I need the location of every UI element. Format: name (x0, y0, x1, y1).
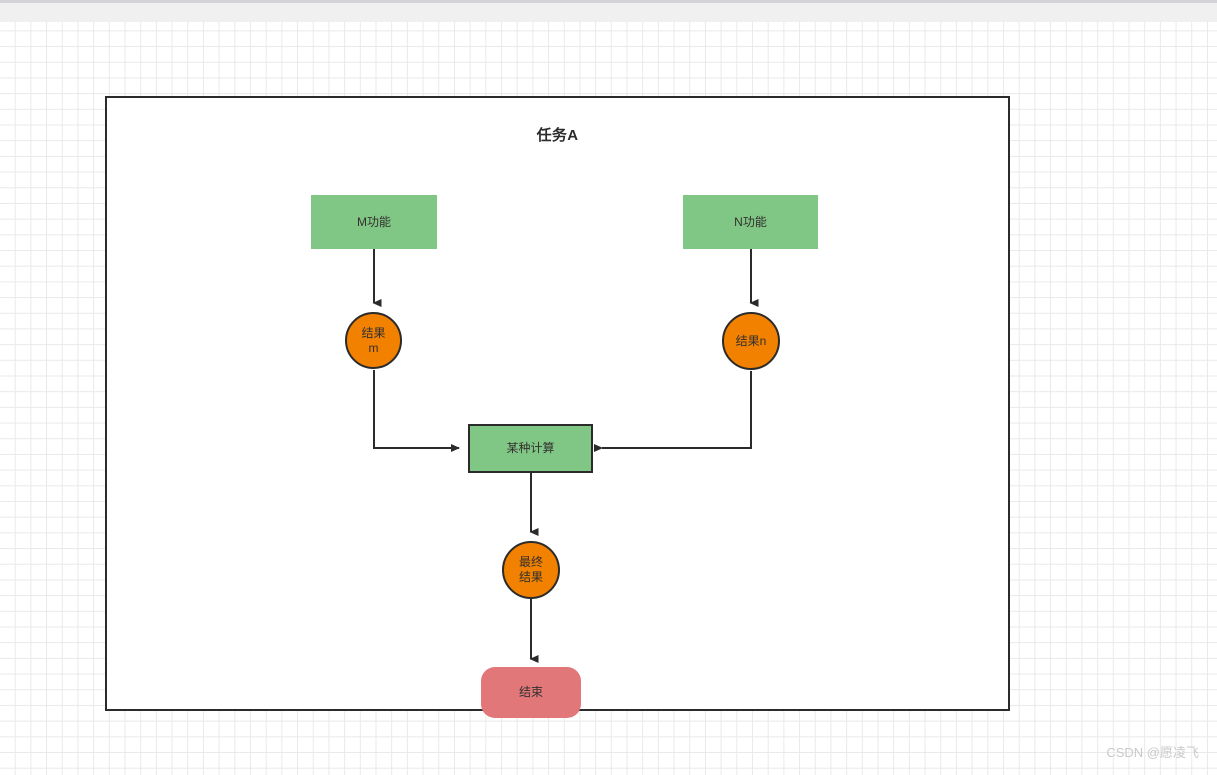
node-end-label: 结束 (518, 685, 543, 699)
node-result-m-label: 结果 m (361, 326, 385, 356)
node-final-result-line1: 最终 (518, 555, 543, 569)
node-final-result[interactable]: 最终 结果 (502, 541, 560, 599)
node-n-function[interactable]: N功能 (683, 195, 818, 249)
node-result-m-line1: 结果 (361, 325, 386, 340)
task-title: 任务A (536, 127, 579, 144)
watermark: CSDN @愿凌飞 (1106, 745, 1199, 760)
node-m-function-label: M功能 (357, 214, 391, 229)
node-result-n-label: 结果n (735, 333, 767, 348)
node-end[interactable]: 结束 (481, 667, 581, 718)
node-n-function-label: N功能 (734, 214, 767, 229)
task-container[interactable]: 任务A (105, 96, 1010, 711)
node-result-m-line2: m (368, 340, 379, 355)
node-calculation[interactable]: 某种计算 (468, 424, 593, 473)
node-final-result-label: 最终 结果 (519, 555, 543, 585)
window-top-strip (0, 0, 1217, 22)
node-result-n[interactable]: 结果n (722, 312, 780, 370)
node-final-result-line2: 结果 (518, 570, 543, 584)
node-calculation-label: 某种计算 (506, 441, 555, 455)
node-m-function[interactable]: M功能 (311, 195, 437, 249)
node-result-m[interactable]: 结果 m (345, 312, 402, 369)
